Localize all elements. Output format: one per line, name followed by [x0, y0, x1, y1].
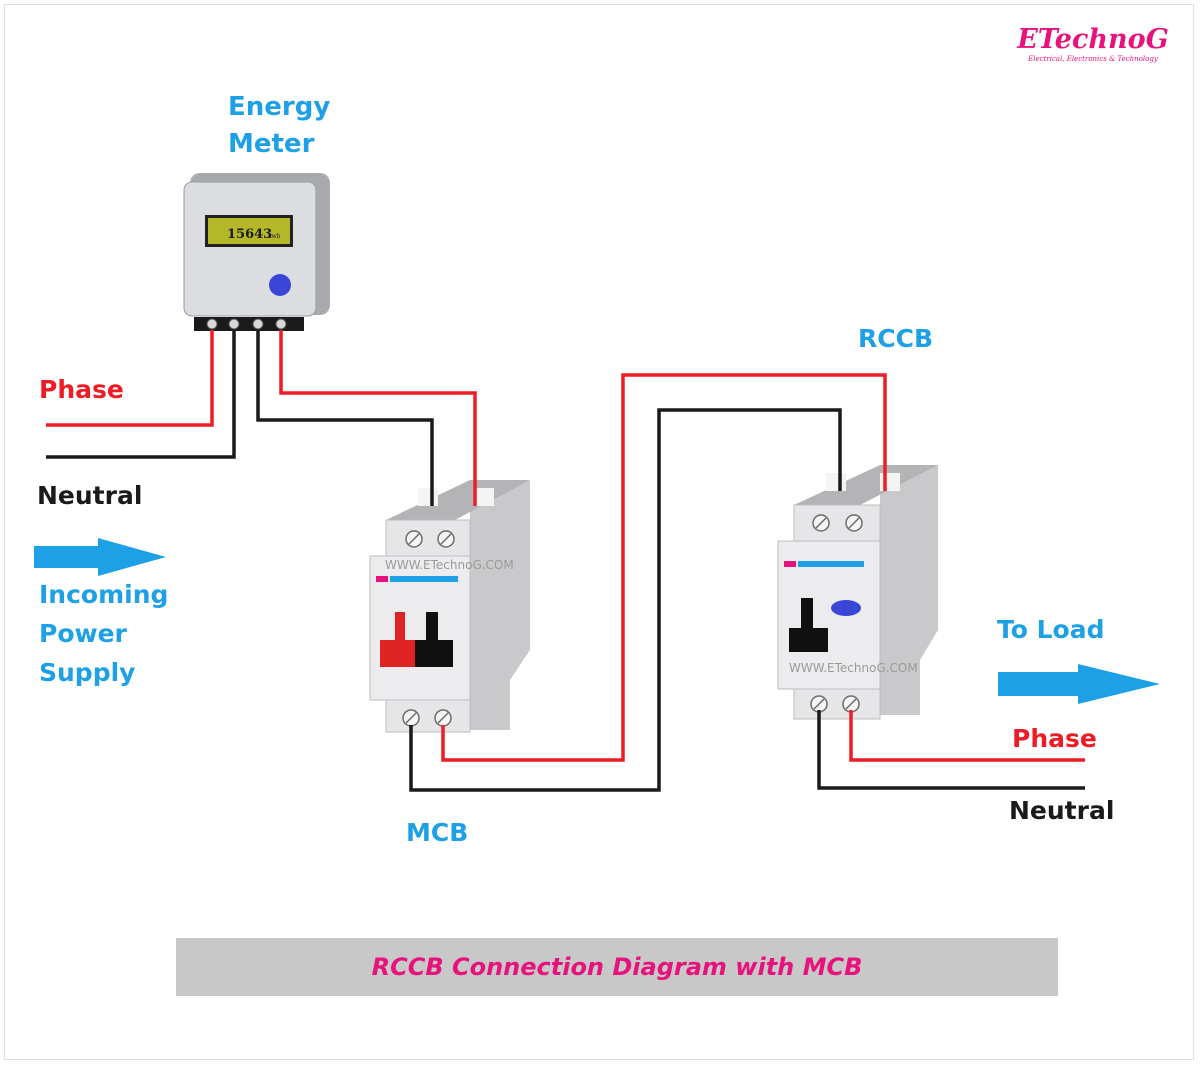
to-load-label: To Load — [997, 615, 1105, 644]
diagram-caption: RCCB Connection Diagram with MCB — [371, 953, 863, 981]
load-phase-wire — [849, 710, 1085, 762]
load-phase-label: Phase — [1012, 724, 1097, 753]
mcb-watermark: WWW.ETechnoG.COM — [385, 558, 514, 572]
load-neutral-label: Neutral — [1009, 796, 1115, 825]
mcb-label: MCB — [406, 818, 469, 847]
mcb-neutral-toggle[interactable] — [415, 612, 453, 667]
mcb-device — [369, 480, 530, 733]
meter-display-value: 15643 — [227, 227, 272, 242]
energy-meter — [183, 173, 330, 331]
load-neutral-wire — [817, 710, 1085, 790]
meter-display — [208, 218, 290, 244]
rccb-toggle[interactable] — [789, 598, 828, 652]
incoming-neutral-label: Neutral — [37, 481, 143, 510]
wires — [46, 330, 1085, 792]
rccb-test-button[interactable] — [831, 600, 861, 616]
meter-to-mcb-phase-wire — [279, 330, 477, 506]
incoming-supply-label: Incoming Power Supply — [39, 580, 169, 687]
brand-logo: ETechnoG Electrical, Electronics & Techn… — [1012, 26, 1174, 63]
incoming-neutral-wire — [46, 330, 236, 459]
diagram-frame — [4, 4, 1194, 1060]
energy-meter-label: Energy Meter — [228, 92, 331, 159]
incoming-arrow-icon — [34, 538, 166, 576]
brand-name: ETechnoG — [1017, 24, 1169, 55]
meter-indicator-icon — [269, 274, 291, 296]
brand-tagline: Electrical, Electronics & Technology — [1028, 55, 1158, 63]
mcb-to-rccb-neutral-wire — [409, 408, 842, 792]
meter-to-mcb-neutral-wire — [256, 330, 434, 506]
incoming-phase-wire — [46, 330, 214, 427]
rccb-label: RCCB — [858, 324, 933, 353]
incoming-phase-label: Phase — [39, 375, 124, 404]
caption-bar: RCCB Connection Diagram with MCB — [176, 938, 1058, 996]
rccb-watermark: WWW.ETechnoG.COM — [789, 661, 918, 675]
mcb-phase-toggle[interactable] — [380, 612, 418, 667]
rccb-device — [777, 465, 938, 720]
load-arrow-icon — [998, 664, 1160, 704]
meter-terminal-block — [194, 317, 304, 331]
mcb-to-rccb-phase-wire — [441, 373, 887, 762]
meter-display-unit: kwh — [268, 233, 281, 240]
